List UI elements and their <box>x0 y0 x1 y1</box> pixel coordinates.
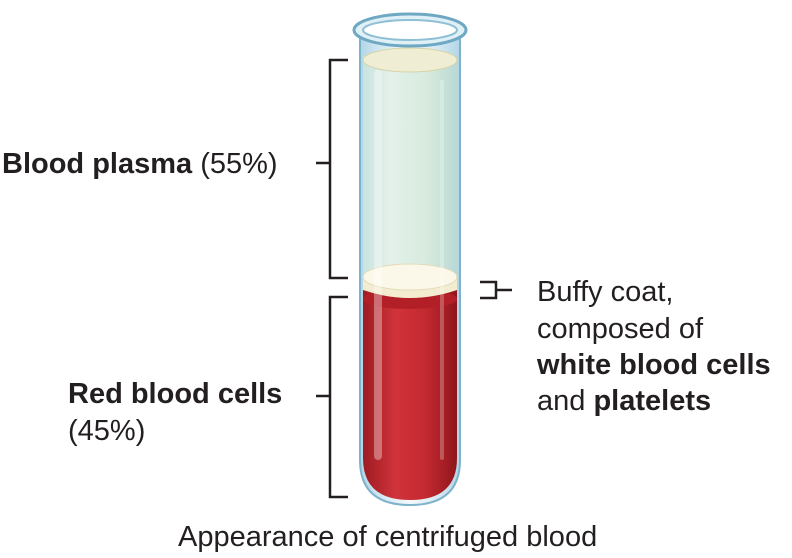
plasma-name: Blood plasma <box>2 148 193 180</box>
diagram-caption: Appearance of centrifuged blood <box>178 521 598 553</box>
plasma-percent: (55%) <box>200 148 278 180</box>
rbc-percent: (45%) <box>68 415 146 447</box>
buffy-platelets: and platelets <box>537 384 711 418</box>
platelets-text: platelets <box>593 385 712 417</box>
and-text: and <box>537 385 586 417</box>
buffy-line1: Buffy coat, <box>537 276 674 308</box>
plasma-surface <box>362 47 458 73</box>
plasma-label: Blood plasma (55%) <box>2 147 278 181</box>
red-cell-layer <box>363 290 457 500</box>
buffy-line2: composed of <box>537 313 704 345</box>
buffy-coat-bracket <box>480 280 512 300</box>
plasma-bracket <box>316 58 348 280</box>
plasma-layer <box>363 56 457 278</box>
buffy-coat-top <box>362 263 458 291</box>
red-cells-bracket <box>316 295 348 499</box>
rbc-label: Red blood cells <box>68 377 282 411</box>
buffy-wbc: white blood cells <box>537 348 771 382</box>
wbc-text: white blood cells <box>537 349 771 381</box>
rbc-name: Red blood cells <box>68 378 283 410</box>
